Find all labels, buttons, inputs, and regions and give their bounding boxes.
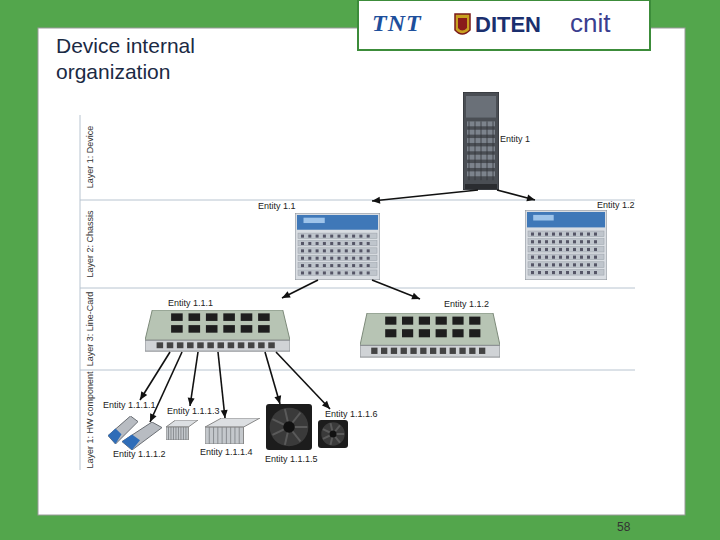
chassis-unit: Entity 1.2 [525, 200, 640, 280]
connector-line [372, 190, 478, 201]
entity-label: Entity 1.1.1.1 [103, 400, 156, 411]
line-card: Entity 1.1.2 [360, 299, 500, 358]
slide-title: Device internal organization [56, 33, 266, 85]
connector-arrow [150, 352, 182, 422]
entity-label: Entity 1 [500, 134, 530, 145]
line-card: Entity 1.1.1 [145, 298, 290, 352]
connector-line [190, 352, 198, 406]
connector-arrow [140, 352, 170, 400]
arrow-head [526, 195, 535, 202]
arrow-head [140, 391, 147, 400]
connector-line [276, 352, 330, 409]
arrow-head [221, 410, 228, 418]
cooling-fan-picture [266, 404, 312, 450]
connector-arrow [276, 352, 330, 409]
arrow-head [150, 413, 157, 422]
arrow-head [188, 398, 195, 406]
cooling-fan: Entity 1.1.1.6 [318, 409, 383, 448]
connector-arrow [372, 190, 478, 204]
logo-text: cnit [570, 8, 610, 39]
connector-line [497, 190, 535, 200]
line-card-picture [360, 313, 500, 358]
arrow-head [282, 291, 291, 298]
heatsink: Entity 1.1.1.4 [200, 418, 260, 458]
heatsink-picture [205, 418, 260, 444]
entity-label: Entity 1.1.1 [168, 298, 213, 309]
connector-arrow [218, 352, 228, 418]
arrow-head [322, 401, 330, 409]
cooling-fan: Entity 1.1.1.5 [265, 404, 323, 465]
entity-label: Entity 1.1.1.3 [167, 406, 220, 417]
connector-line [282, 280, 318, 298]
chassis-unit: Entity 1.1 [258, 201, 380, 280]
logo-text: TNT [372, 10, 422, 37]
layer-label: Layer 1: HW component [85, 371, 95, 468]
entity-label: Entity 1.2 [597, 200, 635, 211]
chassis-unit-picture [295, 213, 380, 280]
connector-arrow [282, 280, 318, 298]
connector-arrow [188, 352, 198, 406]
layer-label: Layer 1: Device [85, 126, 95, 189]
connector-arrow [497, 190, 535, 201]
connector-arrow [265, 352, 281, 404]
connector-line [265, 352, 280, 404]
arrow-head [411, 293, 420, 300]
entity-label: Entity 1.1.1.2 [113, 449, 166, 460]
layer-label: Layer 3: Line-Card [85, 292, 95, 367]
sfp-module-picture [122, 422, 162, 450]
arrow-head [372, 197, 380, 204]
entity-label: Entity 1.1.1.5 [265, 454, 318, 465]
connector-arrow [372, 280, 420, 299]
connector-line [372, 280, 420, 299]
heatsink-picture [166, 420, 198, 440]
line-card-picture [145, 310, 290, 352]
entity-label: Entity 1.1.1.4 [200, 447, 253, 458]
device-rack: Entity 1 [463, 92, 538, 190]
sfp-module: Entity 1.1.1.2 [113, 422, 171, 460]
device-rack-picture [463, 92, 499, 190]
page-number: 58 [617, 520, 630, 534]
entity-label: Entity 1.1 [258, 201, 296, 212]
logo-text: DITEN [475, 12, 541, 38]
cooling-fan-picture [318, 420, 348, 448]
arrow-head [274, 395, 281, 404]
layer-label: Layer 2: Chassis [85, 210, 95, 277]
chassis-unit-picture [525, 210, 607, 280]
connector-line [150, 352, 182, 422]
entity-label: Entity 1.1.1.6 [325, 409, 378, 420]
connector-line [140, 352, 170, 400]
entity-label: Entity 1.1.2 [444, 299, 489, 310]
connector-line [218, 352, 225, 418]
